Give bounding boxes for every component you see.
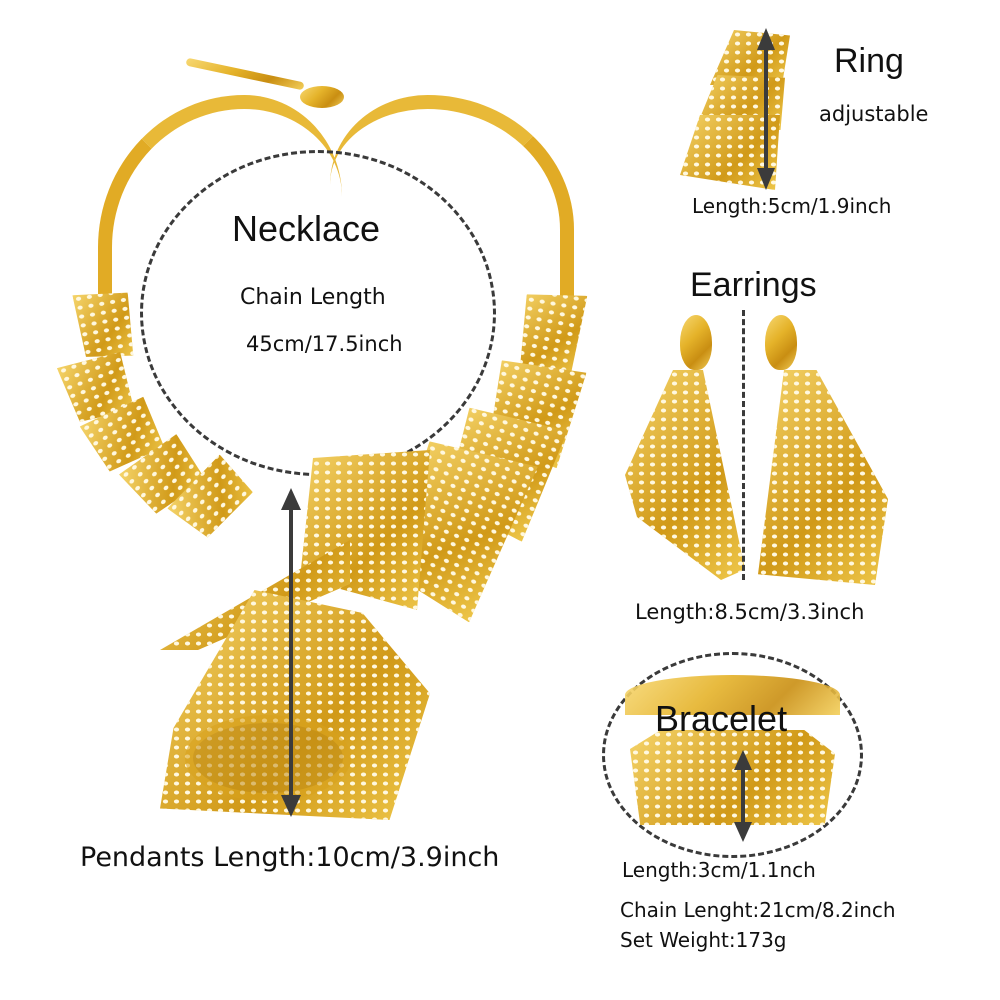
bracelet-band [625, 675, 840, 715]
bracelet-title: Bracelet [655, 698, 788, 739]
arrow-down-icon [734, 822, 752, 842]
arrow-down-icon [281, 795, 301, 817]
ring-length: Length:5cm/1.9inch [692, 194, 892, 218]
necklace-chain-label: Chain Length [240, 285, 386, 310]
set-weight: Set Weight:173g [620, 928, 787, 952]
ring-section: Ring adjustable Length:5cm/1.9inch [600, 0, 1000, 230]
ring-subtitle: adjustable [819, 102, 929, 126]
necklace-extender-chain [185, 57, 305, 91]
arrow-up-icon [281, 488, 301, 510]
earrings-title: Earrings [690, 266, 817, 304]
bracelet-face [630, 730, 835, 825]
necklace-pendant-rim [185, 715, 351, 801]
earrings-length: Length:8.5cm/3.3inch [635, 600, 865, 624]
earring-left-drop [625, 370, 745, 580]
necklace-clasp [300, 86, 344, 108]
earring-right-drop [758, 370, 888, 585]
bracelet-section: Bracelet Length:3cm/1.1nch Chain Lenght:… [600, 640, 1000, 1000]
necklace-chain-value: 45cm/17.5inch [246, 332, 403, 356]
bracelet-length: Length:3cm/1.1nch [622, 858, 816, 882]
earrings-dashed-divider [742, 310, 745, 580]
necklace-section: Necklace Chain Length 45cm/17.5inch Pend… [0, 57, 600, 873]
arrow-up-icon [734, 750, 752, 770]
bracelet-measure-line [741, 765, 745, 830]
arrow-up-icon [757, 28, 775, 50]
earring-left-stud [680, 315, 712, 370]
bracelet-chain-length: Chain Lenght:21cm/8.2inch [620, 898, 896, 922]
arrow-down-icon [757, 168, 775, 190]
earring-right-stud [765, 315, 797, 370]
pendant-measure-line [289, 505, 293, 805]
earrings-section: Earrings Length:8.5cm/3.3inch [600, 260, 1000, 630]
necklace-title: Necklace [232, 208, 381, 249]
necklace-dashed-outline [140, 150, 496, 476]
ring-measure-line [764, 40, 768, 180]
bracelet-dashed-outline [602, 652, 863, 858]
ring-title: Ring [834, 42, 904, 80]
pendant-length-label: Pendants Length:10cm/3.9inch [80, 842, 500, 873]
